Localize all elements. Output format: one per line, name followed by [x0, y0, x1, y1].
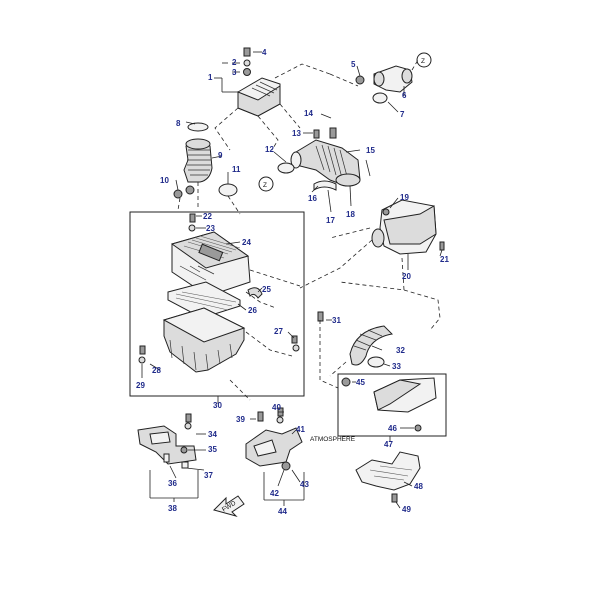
callout-38: 38	[168, 504, 177, 513]
reference-z-top: Z	[421, 58, 425, 65]
callout-1: 1	[208, 73, 213, 82]
callout-20: 20	[402, 272, 411, 281]
intake-elbow-assembly	[355, 52, 432, 113]
callout-44: 44	[278, 507, 287, 516]
resonator-cover-assembly	[214, 47, 281, 117]
air-duct-assembly	[341, 377, 437, 442]
callout-22: 22	[203, 212, 212, 221]
splash-shield-assembly	[355, 451, 421, 509]
callout-19: 19	[400, 193, 409, 202]
air-cleaner-group-frame	[129, 211, 305, 397]
callout-42: 42	[270, 489, 279, 498]
air-cleaner-assembly	[138, 213, 300, 404]
callout-36: 36	[168, 479, 177, 488]
callout-13: 13	[292, 129, 301, 138]
resonator-hose-assembly	[258, 113, 371, 213]
callout-5: 5	[351, 60, 356, 69]
callout-39: 39	[236, 415, 245, 424]
intake-hose-assembly	[173, 121, 238, 199]
callout-47: 47	[384, 440, 393, 449]
callout-31: 31	[332, 316, 341, 325]
resonator-box-assembly	[371, 197, 445, 270]
callout-24: 24	[242, 238, 251, 247]
callout-17: 17	[326, 216, 335, 225]
callout-33: 33	[392, 362, 401, 371]
duct-hose-assembly	[317, 311, 394, 368]
callout-21: 21	[440, 255, 449, 264]
callout-32: 32	[396, 346, 405, 355]
callout-28: 28	[152, 366, 161, 375]
callout-14: 14	[304, 109, 313, 118]
callout-35: 35	[208, 445, 217, 454]
callout-43: 43	[300, 480, 309, 489]
callout-27: 27	[274, 327, 283, 336]
callout-23: 23	[206, 224, 215, 233]
callout-49: 49	[402, 505, 411, 514]
callout-40: 40	[272, 403, 281, 412]
front-direction-arrow: FWD	[213, 495, 245, 517]
callout-37: 37	[204, 471, 213, 480]
callout-25: 25	[262, 285, 271, 294]
callout-3: 3	[232, 68, 237, 77]
callout-34: 34	[208, 430, 217, 439]
callout-9: 9	[218, 151, 223, 160]
callout-8: 8	[176, 119, 181, 128]
callout-30: 30	[213, 401, 222, 410]
callout-16: 16	[308, 194, 317, 203]
callout-11: 11	[232, 165, 241, 174]
reference-z-left: Z	[263, 182, 267, 189]
callout-12: 12	[265, 145, 274, 154]
callout-labels: 1 2 3 4 5 6 7 8 9 10 11 12 13 14 15 16 1…	[136, 48, 449, 516]
callout-15: 15	[366, 146, 375, 155]
duct-group-frame	[337, 373, 447, 437]
atmosphere-label: ATMOSPHERE	[310, 436, 356, 443]
callout-26: 26	[248, 306, 257, 315]
callout-46: 46	[388, 424, 397, 433]
left-bracket-assembly	[137, 413, 206, 502]
callout-48: 48	[414, 482, 423, 491]
callout-2: 2	[232, 58, 237, 67]
callout-29: 29	[136, 381, 145, 390]
callout-45: 45	[356, 378, 365, 387]
callout-10: 10	[160, 176, 169, 185]
right-bracket-assembly	[245, 407, 305, 506]
callout-4: 4	[262, 48, 267, 57]
callout-41: 41	[296, 425, 305, 434]
callout-6: 6	[402, 91, 407, 100]
callout-18: 18	[346, 210, 355, 219]
callout-7: 7	[400, 110, 405, 119]
